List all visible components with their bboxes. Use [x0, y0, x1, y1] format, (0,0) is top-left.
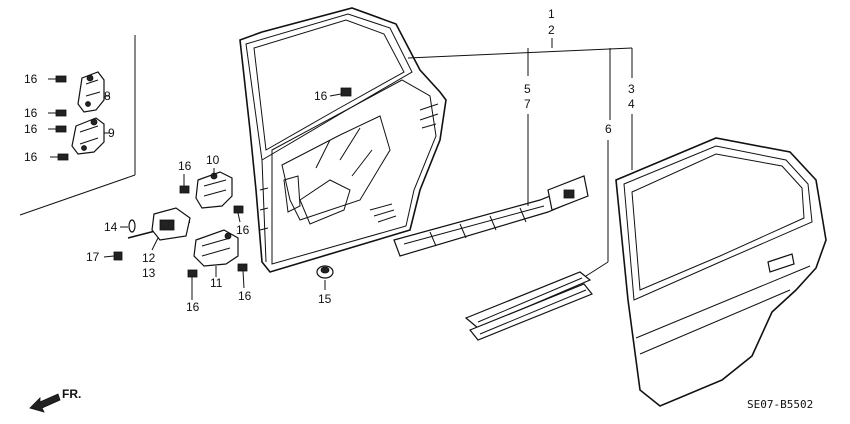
bolt-16-a	[48, 75, 67, 83]
bolt-16-c	[48, 125, 67, 133]
callout-6: 6	[605, 122, 612, 136]
front-direction-arrow	[29, 393, 61, 413]
bolt-16-top	[340, 87, 352, 97]
callout-2: 2	[548, 23, 555, 37]
callout-13: 13	[142, 266, 156, 280]
bolt-16-d	[50, 153, 69, 161]
callout-4: 4	[628, 97, 635, 111]
callout-1: 1	[548, 7, 555, 21]
callout-16: 16	[24, 106, 38, 120]
callout-10: 10	[206, 153, 220, 167]
callout-8: 8	[104, 89, 111, 103]
bolt-16-h	[237, 263, 248, 272]
callout-16: 16	[238, 289, 252, 303]
callout-14: 14	[104, 220, 118, 234]
hinge-lower	[193, 229, 239, 267]
direction-label: FR.	[62, 387, 81, 401]
callout-3: 3	[628, 82, 635, 96]
grommet-15	[316, 265, 334, 279]
callout-16: 16	[186, 300, 200, 314]
diagram-code: SE07-B5502	[747, 398, 813, 411]
bolt-16-g	[187, 269, 198, 278]
callout-17: 17	[86, 250, 100, 264]
callout-16: 16	[314, 89, 328, 103]
door-weatherstrip	[393, 175, 589, 257]
callout-15: 15	[318, 292, 332, 306]
hinge-lower-detail	[71, 117, 105, 155]
callout-16: 16	[24, 150, 38, 164]
clip-17	[113, 251, 123, 261]
callout-16: 16	[24, 122, 38, 136]
inset-hinge-detail	[19, 35, 136, 216]
bolt-16-f	[233, 205, 244, 214]
door-checker	[127, 207, 191, 241]
door-outer-panel	[615, 137, 827, 407]
hinge-upper	[195, 171, 233, 209]
callout-5: 5	[524, 82, 531, 96]
grommet-14	[128, 219, 136, 233]
door-inner-panel	[239, 7, 447, 273]
hinge-upper-detail	[77, 71, 105, 113]
bolt-16-e	[179, 185, 190, 194]
callout-7: 7	[524, 97, 531, 111]
callout-9: 9	[108, 126, 115, 140]
callout-16: 16	[236, 223, 250, 237]
callout-11: 11	[210, 276, 223, 290]
bolt-16-b	[48, 109, 67, 117]
door-sash-molding	[464, 271, 593, 341]
callout-16: 16	[24, 72, 38, 86]
callout-12: 12	[142, 251, 156, 265]
callout-16: 16	[178, 159, 192, 173]
